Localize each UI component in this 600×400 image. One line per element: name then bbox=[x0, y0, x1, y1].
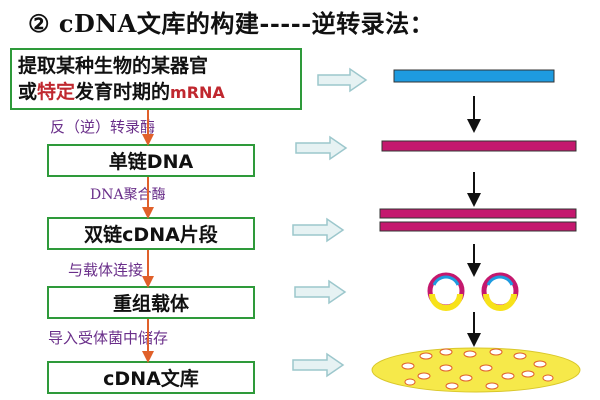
plasmid-right bbox=[481, 272, 519, 311]
source-box: 提取某种生物的某器官 或特定发育时期的mRNA bbox=[10, 48, 302, 110]
page-title: ② cDNA文库的构建-----逆转录法： bbox=[28, 9, 435, 38]
source-line-1: 提取某种生物的某器官 bbox=[18, 54, 209, 77]
box-recombinant-vector: 重组载体 bbox=[47, 286, 255, 319]
side-arrow-1 bbox=[317, 67, 368, 93]
source-line-2-highlight: 特定 bbox=[37, 80, 76, 103]
step-label-ligation: 与载体连接 bbox=[68, 261, 144, 279]
step-label-reverse-transcriptase: 反（逆）转录酶 bbox=[50, 118, 156, 136]
double-strand-bottom bbox=[379, 221, 577, 232]
cdna-library-ellipse bbox=[371, 347, 581, 393]
source-line-2-mrna: mRNA bbox=[170, 82, 225, 102]
side-arrow-3 bbox=[292, 217, 345, 243]
source-line-2-prefix: 或 bbox=[18, 80, 38, 103]
step-label-transformation: 导入受体菌中储存 bbox=[48, 329, 169, 347]
mrna-strand bbox=[393, 69, 555, 83]
double-strand-top bbox=[379, 208, 577, 219]
source-line-2-mid: 发育时期的 bbox=[75, 80, 171, 103]
source-line-2: 或特定发育时期的mRNA bbox=[18, 79, 225, 106]
plasmid-left bbox=[427, 272, 465, 311]
single-strand-dna bbox=[381, 140, 577, 152]
side-arrow-4 bbox=[294, 279, 347, 305]
side-arrow-5 bbox=[292, 352, 345, 378]
box-cdna-library: cDNA文库 bbox=[47, 361, 255, 394]
step-label-dna-polymerase: DNA聚合酶 bbox=[90, 187, 166, 203]
box-single-strand-dna: 单链DNA bbox=[47, 144, 255, 177]
side-arrow-2 bbox=[295, 135, 348, 161]
